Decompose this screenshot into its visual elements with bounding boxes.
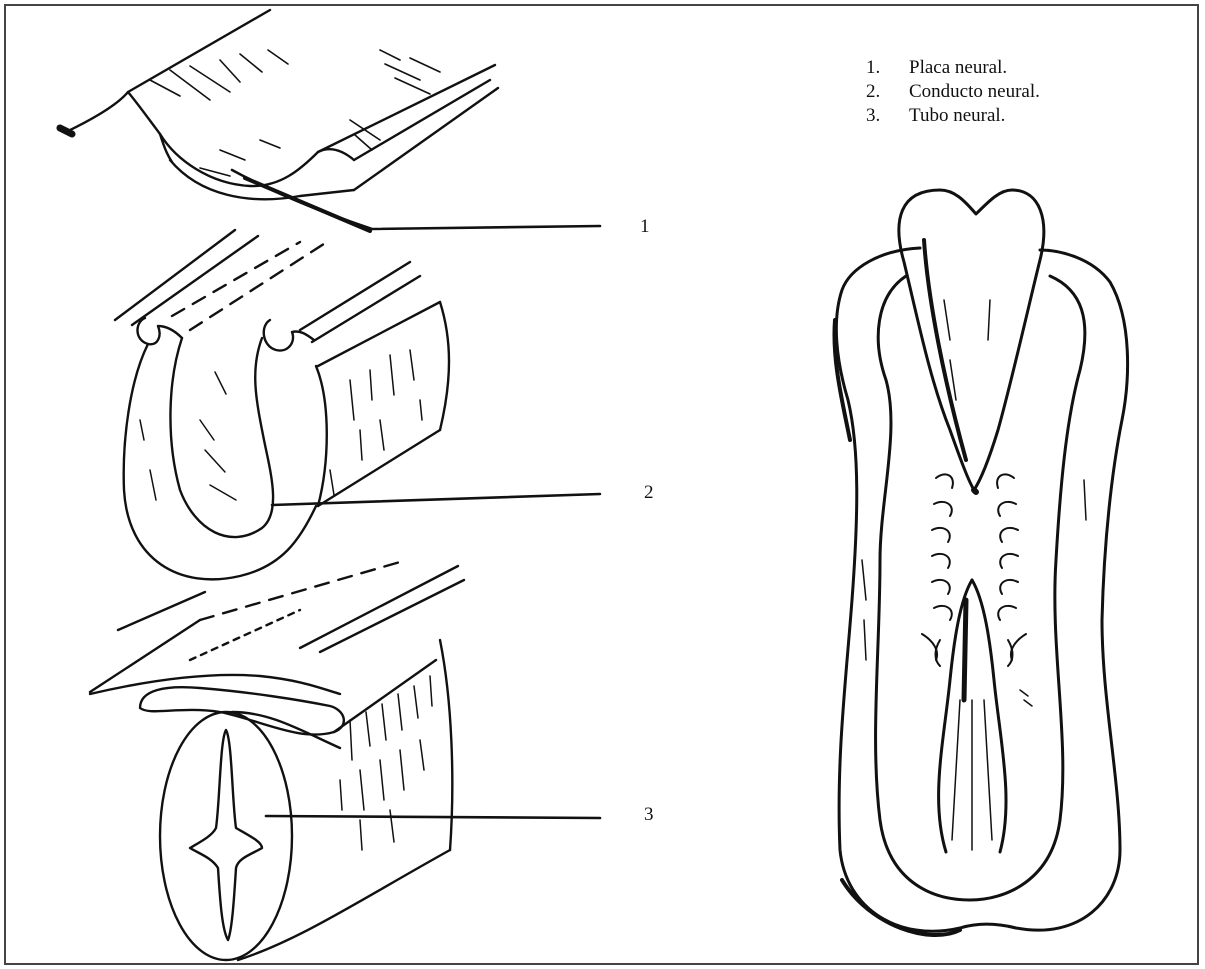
legend-item-label: Conducto neural. (909, 80, 1040, 104)
callout-number-2: 2 (644, 482, 654, 504)
legend-item-number: 3. (866, 104, 909, 128)
legend-item: 2. Conducto neural. (866, 80, 1040, 104)
legend-item: 1. Placa neural. (866, 56, 1040, 80)
legend-item-label: Placa neural. (909, 56, 1007, 80)
neural-groove-drawing (115, 230, 600, 579)
legend: 1. Placa neural. 2. Conducto neural. 3. … (866, 56, 1040, 128)
legend-item: 3. Tubo neural. (866, 104, 1040, 128)
legend-item-label: Tubo neural. (909, 104, 1005, 128)
neural-plate-drawing (60, 10, 600, 231)
embryo-dorsal-view-drawing (834, 190, 1127, 935)
legend-item-number: 1. (866, 56, 909, 80)
callout-number-3: 3 (644, 804, 654, 826)
neural-tube-drawing (90, 562, 600, 960)
callout-number-1: 1 (640, 216, 650, 238)
legend-item-number: 2. (866, 80, 909, 104)
